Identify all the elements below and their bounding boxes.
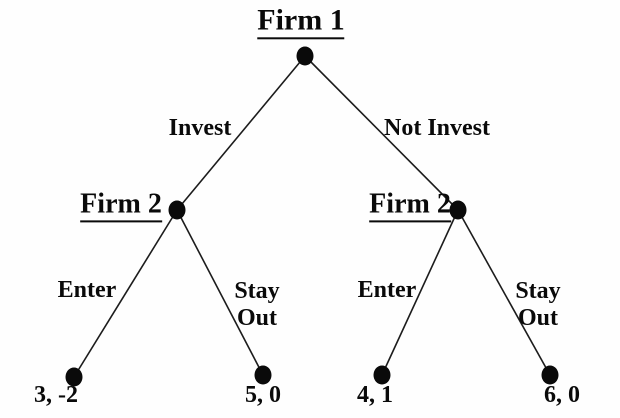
player2-right-label: Firm 2 [369,189,451,223]
decision-node-firm2-right [449,200,467,220]
decision-node-firm1 [296,46,314,66]
edge-enter-right [381,209,459,376]
action-stay-out-right-label: Stay Out [515,278,561,331]
terminal-node-3 [373,365,391,385]
player2-left-label: Firm 2 [80,189,162,223]
payoff-invest-enter: 3, -2 [34,382,78,409]
terminal-node-1 [65,367,83,387]
terminal-node-2 [254,365,272,385]
edge-invest [176,55,306,211]
edge-stay-out-right [457,209,551,376]
player1-label: Firm 1 [257,3,345,40]
edge-not-invest [304,55,459,211]
edge-enter-left [73,209,178,378]
payoff-not-invest-enter: 4, 1 [357,382,393,409]
action-enter-right-label: Enter [357,277,417,304]
terminal-node-4 [541,365,559,385]
action-invest-label: Invest [168,115,232,142]
payoff-not-invest-stay-out: 6, 0 [544,382,580,409]
action-enter-left-label: Enter [57,277,117,304]
payoff-invest-stay-out: 5, 0 [245,382,281,409]
action-not-invest-label: Not Invest [384,115,490,142]
edge-stay-out-left [176,209,264,376]
decision-node-firm2-left [168,200,186,220]
action-stay-out-left-label: Stay Out [234,278,280,331]
